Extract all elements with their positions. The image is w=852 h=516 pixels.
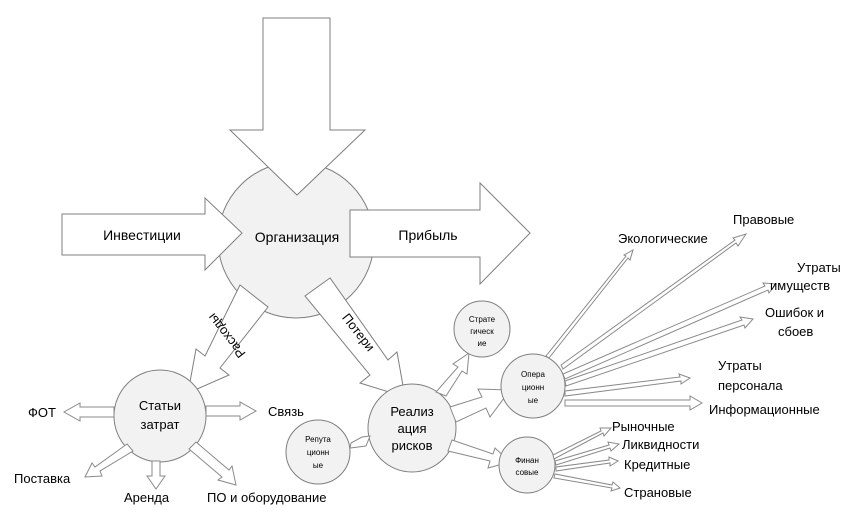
personnel-loss-ray [564,373,692,397]
organization-label: Организация [255,229,339,245]
risk-realization-node [367,383,457,473]
information-ray [564,395,703,411]
reputational-label-1: Репута [305,435,331,444]
country-ray [553,473,621,492]
rent-arrow [146,460,166,490]
ecological-ray [545,248,634,359]
personnel-loss-label-1: Утраты [718,358,762,373]
investments-label: Инвестиции [103,227,181,243]
legal-ray [560,233,748,370]
strategic-node [453,300,511,358]
credit-ray [555,456,620,472]
strategic-label-2: гическ [470,327,494,336]
strategic-label-1: Страте [469,315,496,324]
risk-realization-label-3: рисков [392,438,433,453]
software-arrow [188,441,237,486]
market-ray [552,427,613,460]
operational-label-2: ционн [522,383,544,392]
software-label: ПО и оборудование [207,490,326,505]
errors-label-1: Ошибок и [765,305,824,320]
property-loss-label-1: Утраты [797,260,841,275]
to-strategic-arrow [435,351,470,397]
communication-arrow [205,401,258,421]
supply-arrow [84,443,134,478]
reputational-label-2: ционн [307,448,329,457]
errors-label-2: сбоев [778,324,813,339]
operational-node [500,353,566,419]
to-operational-arrow [449,388,511,423]
personnel-loss-label-2: персонала [718,378,783,393]
profit-arrow [349,181,531,286]
risk-realization-label-1: Реализ [390,404,433,419]
cost-items-label-2: затрат [141,417,180,432]
financial-label-2: совые [516,468,540,477]
communication-label: Связь [268,404,304,419]
financial-node [498,436,556,494]
reputational-node [285,419,351,485]
incoming-arrow [228,17,367,196]
financial-label-1: Финан [515,456,539,465]
expenses-arrow [187,284,269,394]
to-reputational-arrow [349,435,371,449]
rent-label: Аренда [124,490,170,505]
property-loss-ray [562,282,777,380]
market-label: Рыночные [612,419,675,434]
investments-arrow [61,196,243,272]
property-loss-label-2: имуществ [770,278,830,293]
errors-ray [564,316,754,387]
cost-items-label-1: Статьи [139,398,181,413]
supply-label: Поставка [14,471,71,486]
liquidity-ray [554,441,621,466]
operational-label-3: ые [528,396,539,405]
information-label: Информационные [709,402,820,417]
losses-arrow [304,277,406,398]
liquidity-label: Ликвидности [622,437,699,452]
country-label: Страновые [624,485,692,500]
fot-arrow [62,402,115,422]
strategic-label-3: ие [478,339,487,348]
risk-realization-label-2: ация [398,421,427,436]
fot-label: ФОТ [28,405,56,420]
credit-label: Кредитные [624,457,690,472]
ecological-label: Экологические [618,231,708,246]
profit-label: Прибыль [398,227,457,243]
reputational-label-3: ые [313,461,324,470]
operational-label-1: Опера [521,370,545,379]
legal-label: Правовые [733,212,794,227]
